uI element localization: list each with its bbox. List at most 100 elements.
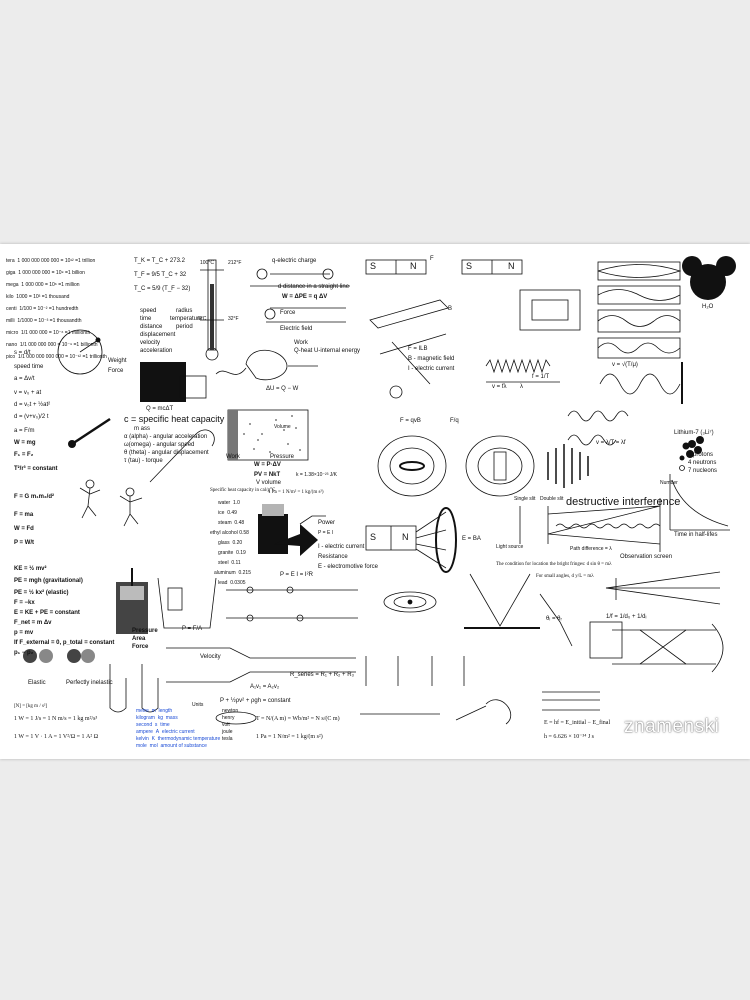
- poster-drawings: [23, 256, 736, 725]
- formula-item: W = mg: [14, 440, 36, 446]
- heat-table-row: water 1.0: [218, 500, 240, 506]
- area-label: Area: [132, 636, 146, 642]
- thermometer-cold-c: 0°C: [198, 316, 207, 322]
- heat-formula: Q = mcΔT: [146, 406, 174, 412]
- inelastic-label: Perfectly inelastic: [66, 680, 113, 686]
- var-period: period: [176, 324, 193, 330]
- formula-item: d = (v+v₀)/2 t: [14, 414, 49, 420]
- emf-label: E - electromotive force: [318, 564, 379, 570]
- fahrenheit-formula: T_F = 9/5 T_C + 32: [134, 272, 187, 278]
- formula-item: T²/r³ = constant: [14, 466, 58, 472]
- heat-table-row: steel 0.11: [218, 560, 241, 566]
- protons-label: 3 protons: [688, 452, 714, 458]
- prefix-row: giga 1 000 000 000 = 10⁹ =1 billion: [6, 270, 85, 276]
- weight-label: Weight: [108, 358, 127, 364]
- prefix-row: tera 1 000 000 000 000 = 10¹² =1 trillio…: [6, 258, 96, 264]
- magnet-s-label-2: S: [466, 261, 473, 271]
- si-unit-row: metre m length: [136, 708, 173, 714]
- tesla-unit: T = N/(A m) = Wb/m² = N s/(C m): [256, 716, 340, 722]
- energy-formula: F_net = m Δv: [14, 620, 52, 626]
- work-potential-formula: W = ΔPE = q ΔV: [282, 294, 328, 300]
- gas-work-formula: W = P·ΔV: [254, 462, 281, 468]
- derived-unit: tesla: [222, 736, 233, 742]
- prefix-row: centi 1/100 = 10⁻² =1 hundredth: [6, 306, 79, 312]
- force-charge-label: Force: [280, 310, 296, 316]
- energy-formula: If F_external = 0, p_total = constant: [14, 640, 115, 646]
- magnetic-field-label: B - magnetic field: [408, 356, 455, 362]
- bright-fringes-condition: The condition for location the bright fr…: [496, 562, 612, 567]
- volume-label: V volume: [256, 480, 282, 486]
- prefix-row: milli 1/1000 = 10⁻³ =1 thousandth: [6, 318, 82, 324]
- energy-formula: PE = ½ kx² (elastic): [14, 590, 69, 596]
- si-unit-row: kilogram kg mass: [136, 715, 178, 721]
- wavelength-label: λ: [520, 384, 523, 390]
- angular-displacement: θ (theta) - angular displacement: [124, 450, 209, 456]
- electric-field-label: Electric field: [280, 326, 313, 332]
- formula-item: s = d/t: [14, 350, 31, 356]
- circular-motion-drawing: [57, 329, 103, 375]
- si-unit-row: kelvin K thermodynamic temperature: [136, 736, 221, 742]
- formula-item: F = ma: [14, 512, 34, 518]
- var-distance: distance: [140, 324, 163, 330]
- magnet-s-bottom: S: [370, 532, 377, 542]
- photon-energy: E = hf = E_initial − E_final: [544, 720, 611, 726]
- heat-table-row: granite 0.19: [218, 550, 246, 556]
- lens-equation: 1/f = 1/d₀ + 1/dᵢ: [606, 614, 647, 620]
- energy-formula: p₁ − p₂: [14, 650, 34, 656]
- prefix-row: pico 1/1 000 000 000 000 = 10⁻¹² =1 tril…: [6, 354, 107, 360]
- wave-speed-tension: v = √(T/μ): [612, 362, 638, 368]
- heat-block: [140, 362, 186, 402]
- ideal-gas-formula: PV = NkT: [254, 472, 281, 478]
- elastic-label: Elastic: [28, 680, 46, 686]
- internal-energy-formula: ΔU = Q − W: [266, 386, 299, 392]
- wave-speed-formula: v = fλ: [492, 384, 507, 390]
- double-slit-label: Double slit: [540, 496, 564, 502]
- power-formula-ie: P = E I: [318, 530, 334, 536]
- physics-formula-poster: tera 1 000 000 000 000 = 10¹² =1 trillio…: [0, 244, 750, 759]
- bernoulli-equation: P + ½ρv² + ρgh = constant: [220, 698, 291, 704]
- formula-item: F = G m₁m₂/d²: [14, 494, 54, 500]
- watt-unit-2: 1 W = 1 V · 1 A = 1 V²/Ω = 1 A² Ω: [14, 734, 99, 740]
- derived-unit: volt: [222, 722, 230, 728]
- power-label: Power: [318, 520, 336, 526]
- pressure-formula: P = F/A: [182, 626, 203, 632]
- heat-energy-label: Q-heat U-internal energy: [294, 348, 361, 354]
- prefix-row: nano 1/1 000 000 000 = 10⁻⁹ =1 billionth: [6, 342, 98, 348]
- heat-table-row: lead 0.0305: [218, 580, 246, 586]
- energy-formula: F = −kx: [14, 600, 35, 606]
- single-slit-label: Single slit: [514, 496, 536, 502]
- small-angles-formula: For small angles, d y/L = mλ: [536, 574, 594, 579]
- var-radius: radius: [176, 308, 193, 314]
- var-displacement: displacement: [140, 332, 176, 338]
- newton-unit: [N] = [kg m / s²]: [14, 704, 48, 709]
- lithium-label: Lithium-7 (₃Li⁷): [674, 430, 714, 436]
- water-label: H₂O: [702, 304, 714, 310]
- prefix-row: kilo 1000 = 10³ =1 thousand: [6, 294, 70, 300]
- energy-formula: p = mv: [14, 630, 34, 636]
- force-per-charge: F/q: [450, 418, 459, 424]
- si-unit-row: ampere A electric current: [136, 729, 195, 735]
- electric-charge-label: q-electric charge: [272, 258, 317, 264]
- light-source-label: Light source: [496, 544, 524, 550]
- magnet-n-bottom: N: [402, 532, 409, 542]
- force-fluid-label: Force: [132, 644, 149, 650]
- wave-relation: v = λ/T = λf: [596, 440, 626, 446]
- specific-heat-label: c = specific heat capacity: [124, 414, 225, 424]
- electric-current-label: I - electric current: [408, 366, 455, 372]
- flux-formula: E = BA: [462, 536, 481, 542]
- pascal-units-top: 1 Pa = 1 N/m² = 1 kg/(m s²): [268, 490, 324, 495]
- prefix-row: mega 1 000 000 = 10⁶ =1 million: [6, 282, 80, 288]
- heat-table-row: ice 0.49: [218, 510, 237, 516]
- pressure-label: Pressure: [132, 628, 158, 634]
- var-temperature: temperature: [170, 316, 203, 322]
- series-resistance: R_series = R₁ + R₂ + R₃: [290, 672, 354, 678]
- var-acceleration: acceleration: [140, 348, 173, 354]
- force-qvb: F = qvB: [400, 418, 421, 424]
- magnet-n-label: N: [410, 261, 417, 271]
- formula-item: a = Δv/t: [14, 376, 35, 382]
- gas-volume-label: Volume: [274, 424, 291, 430]
- si-unit-row: mole mol amount of substance: [136, 743, 207, 749]
- thermometer-cold-f: 32°F: [228, 316, 239, 322]
- half-life-axis-label: Time in half-lifes: [674, 532, 718, 538]
- heat-table-title: Specific heat capacity in cal/g°C: [210, 488, 276, 493]
